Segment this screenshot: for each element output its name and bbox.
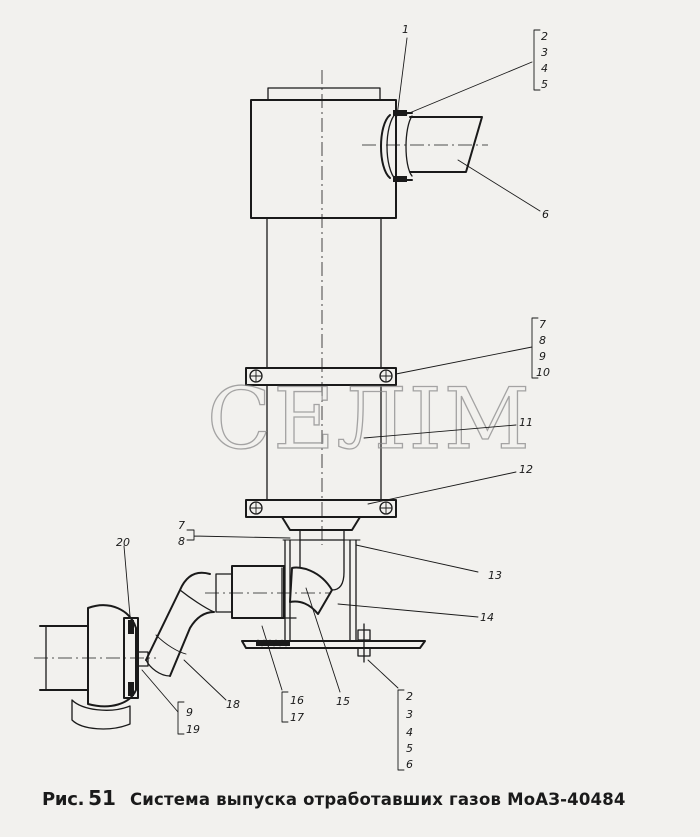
callout-20: 20 [116, 536, 130, 549]
callout-8-mid: 8 [539, 334, 546, 347]
callout-15: 15 [336, 695, 350, 708]
callout-3-top: 3 [541, 46, 548, 59]
callout-3-bottom: 3 [406, 708, 413, 721]
muffler-assembly [245, 70, 397, 545]
turbocharger [34, 604, 156, 730]
callout-9-lower: 9 [186, 706, 193, 719]
callout-7-mid: 7 [539, 318, 546, 331]
callout-labels: 1 2 3 4 5 6 7 8 9 10 11 12 7 8 13 14 15 … [116, 23, 550, 771]
muffler-tube-upper [266, 217, 382, 369]
flex-coupling [231, 565, 285, 619]
upper-clamp-band [245, 367, 397, 386]
pipe-18-lower-edge [169, 611, 215, 677]
callout-16: 16 [290, 694, 304, 707]
callout-4-top: 4 [541, 62, 548, 75]
callout-13: 13 [488, 569, 502, 582]
inclined-pipe [145, 571, 215, 677]
callout-5-top: 5 [541, 78, 548, 91]
caption-number: 51 [88, 786, 116, 810]
outlet-pipe [362, 110, 488, 182]
bracket-right-post [349, 539, 357, 641]
callout-19: 19 [186, 723, 200, 736]
callout-6-bottom: 6 [406, 758, 413, 771]
callout-18: 18 [226, 698, 240, 711]
callout-10: 10 [536, 366, 550, 379]
bracket-left-post [284, 539, 291, 641]
rubber-pad [256, 640, 290, 646]
callout-6: 6 [542, 208, 549, 221]
intake-pipe [39, 625, 89, 691]
callout-2-bottom: 2 [406, 690, 413, 703]
outlet-flange [380, 114, 391, 179]
support-bracket [241, 539, 426, 663]
callout-11: 11 [519, 416, 533, 429]
callout-7-lower: 7 [178, 519, 185, 532]
callout-14: 14 [480, 611, 494, 624]
callout-4-bottom: 4 [406, 726, 413, 739]
callout-2-top: 2 [541, 30, 548, 43]
figure-caption: Рис.51 Система выпуска отработавших газов… [42, 786, 682, 810]
watermark: СЕЛІМ [207, 370, 532, 468]
elbow-pipe [205, 539, 345, 619]
caption-title: Система выпуска отработавших газов МоАЗ-… [129, 790, 626, 809]
elbow-15 [289, 566, 333, 615]
callout-5-bottom: 5 [406, 742, 413, 755]
callout-8-lower: 8 [178, 535, 185, 548]
outlet-pipe-body [409, 116, 483, 173]
muffler-top-cap [267, 87, 381, 101]
callout-9-mid: 9 [539, 350, 546, 363]
caption-prefix: Рис. [42, 789, 85, 810]
turbine-lower-ring [71, 699, 131, 730]
callout-1: 1 [402, 23, 409, 36]
muffler-bottom-flange [281, 516, 361, 531]
leader-lines [123, 29, 541, 771]
turbine-housing [87, 604, 137, 708]
callout-17: 17 [290, 711, 304, 724]
muffler-tube-lower [266, 384, 382, 501]
muffler-upper-shell [250, 99, 397, 219]
callout-12: 12 [519, 463, 533, 476]
